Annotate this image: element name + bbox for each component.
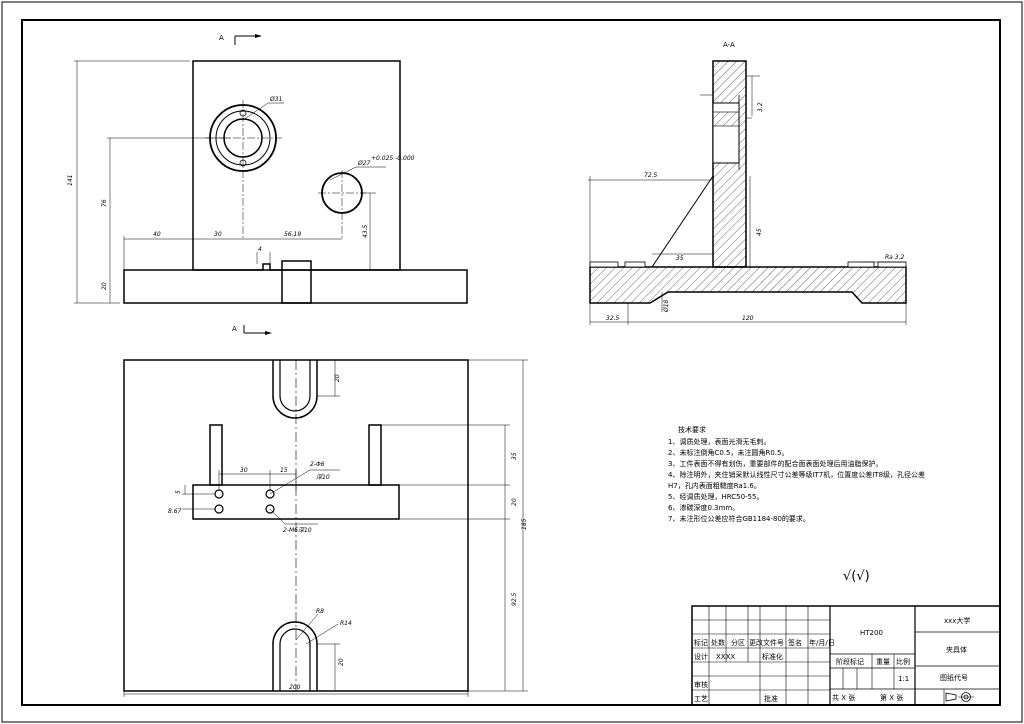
inner-frame xyxy=(21,19,1001,706)
dim-label: R8 xyxy=(316,608,324,615)
dim-label: 4 xyxy=(258,246,262,253)
section-view xyxy=(588,60,907,325)
top-rib-right xyxy=(368,424,382,486)
top-slot-upper xyxy=(272,360,318,419)
hole-tolerance: +0.025 -0.000 xyxy=(371,155,415,162)
rev-sign-label: 签名 xyxy=(788,638,802,647)
approve-label: 批准 xyxy=(764,694,778,703)
dim-label: 20 xyxy=(101,282,108,290)
pin-depth-callout: 深10 xyxy=(316,474,330,481)
rev-count-label: 处数 xyxy=(711,638,725,647)
stage-label: 阶段标记 xyxy=(836,657,864,666)
pin-callout: 2-Φ6 xyxy=(310,461,325,468)
dim-label: 40 xyxy=(153,231,161,238)
dim-label: 15 xyxy=(280,467,288,474)
dim-label: 35 xyxy=(676,255,684,262)
notes-line: 4、除注明外，夹住销采默认线性尺寸公差等级IT7机，位置度公差IT8级，孔径公差 xyxy=(668,470,925,479)
dim-label: 20 xyxy=(338,658,345,666)
dim-label: 30 xyxy=(214,231,222,238)
dim-label: 35 xyxy=(511,452,518,460)
section-marker-a-bottom: A xyxy=(232,325,237,333)
dim-label: 76 xyxy=(101,199,108,207)
weight-label: 重量 xyxy=(876,658,890,666)
front-view xyxy=(74,34,468,335)
dim-label: 20 xyxy=(334,374,341,382)
roughness-label: Ra 3.2 xyxy=(885,254,904,261)
pin-hole-4 xyxy=(265,504,275,514)
hole-callout-small: Ø27 xyxy=(357,160,371,167)
notes-title: 技术要求 xyxy=(678,425,706,434)
sheet-number: 第 X 张 xyxy=(880,693,903,702)
dim-label: R14 xyxy=(340,620,352,627)
scale-value: 1:1 xyxy=(898,675,909,683)
dim-label: 120 xyxy=(742,315,754,322)
dim-label: 72.5 xyxy=(644,172,658,179)
rev-mark-label: 标记 xyxy=(694,638,708,647)
scale-label: 比例 xyxy=(896,657,910,666)
dim-label: 56.19 xyxy=(284,231,301,238)
rev-doc-label: 更改文件号 xyxy=(749,638,784,647)
section-marker-a-top: A xyxy=(219,34,224,42)
notes-line: 1、调质处理，表面光滑无毛刺。 xyxy=(668,437,770,446)
designer-name: XXXX xyxy=(716,653,735,661)
design-label: 设计 xyxy=(694,652,708,661)
front-slot xyxy=(281,260,312,304)
dim-label: Ø18 xyxy=(663,299,670,313)
rev-date-label: 年/月/日 xyxy=(809,638,835,647)
material: HT200 xyxy=(860,629,883,637)
standard-label: 标准化 xyxy=(762,652,783,661)
review-label: 审核 xyxy=(694,680,708,689)
notes-line: 6、渗碳深度0.3mm。 xyxy=(668,503,739,512)
dim-label: 43.5 xyxy=(362,224,369,238)
thread-callout: 2-M6深10 xyxy=(283,527,312,534)
roughness-label: 3.2 xyxy=(757,102,764,112)
dim-label: 5 xyxy=(175,490,182,494)
dim-label: 20 xyxy=(511,498,518,506)
sheet-total: 共 X 张 xyxy=(832,693,855,702)
notes-line: H7，孔内表面粗糙度Ra1.6。 xyxy=(668,481,761,490)
section-base xyxy=(589,266,907,304)
dim-label: 185 xyxy=(521,518,528,530)
roughness-symbol: √(√) xyxy=(843,569,870,584)
dim-label: 141 xyxy=(67,175,74,186)
title-block xyxy=(691,605,1001,706)
section-rib xyxy=(651,174,714,268)
process-label: 工艺 xyxy=(694,695,708,703)
dim-label: 92.5 xyxy=(511,592,518,606)
section-title: A-A xyxy=(723,41,735,49)
hole-callout-large: Ø31 xyxy=(269,96,282,103)
school-name: xxx大学 xyxy=(944,616,970,625)
dim-label: 200 xyxy=(289,684,301,691)
notes-line: 3、工件表面不得有划伤，重要部件的配合面表面处理后用油脂保护。 xyxy=(668,459,882,468)
notes-line: 5、经调质处理，HRC50-55。 xyxy=(668,492,763,501)
dim-label: 30 xyxy=(240,467,248,474)
drawing-number: 图纸代号 xyxy=(940,673,968,682)
notes-line: 2、未标注倒角C0.5，未注圆角R0.5。 xyxy=(668,448,788,457)
dim-label: 45 xyxy=(756,228,763,236)
part-name: 夹具体 xyxy=(946,645,967,654)
notes-line: 7、未注形位公差应符合GB1184-80的要求。 xyxy=(668,514,810,523)
top-rib-left xyxy=(209,424,223,486)
rev-zone-label: 分区 xyxy=(731,638,745,647)
dim-label: 32.5 xyxy=(606,315,620,322)
top-view xyxy=(123,359,528,697)
dim-label: 8.67 xyxy=(168,508,182,515)
